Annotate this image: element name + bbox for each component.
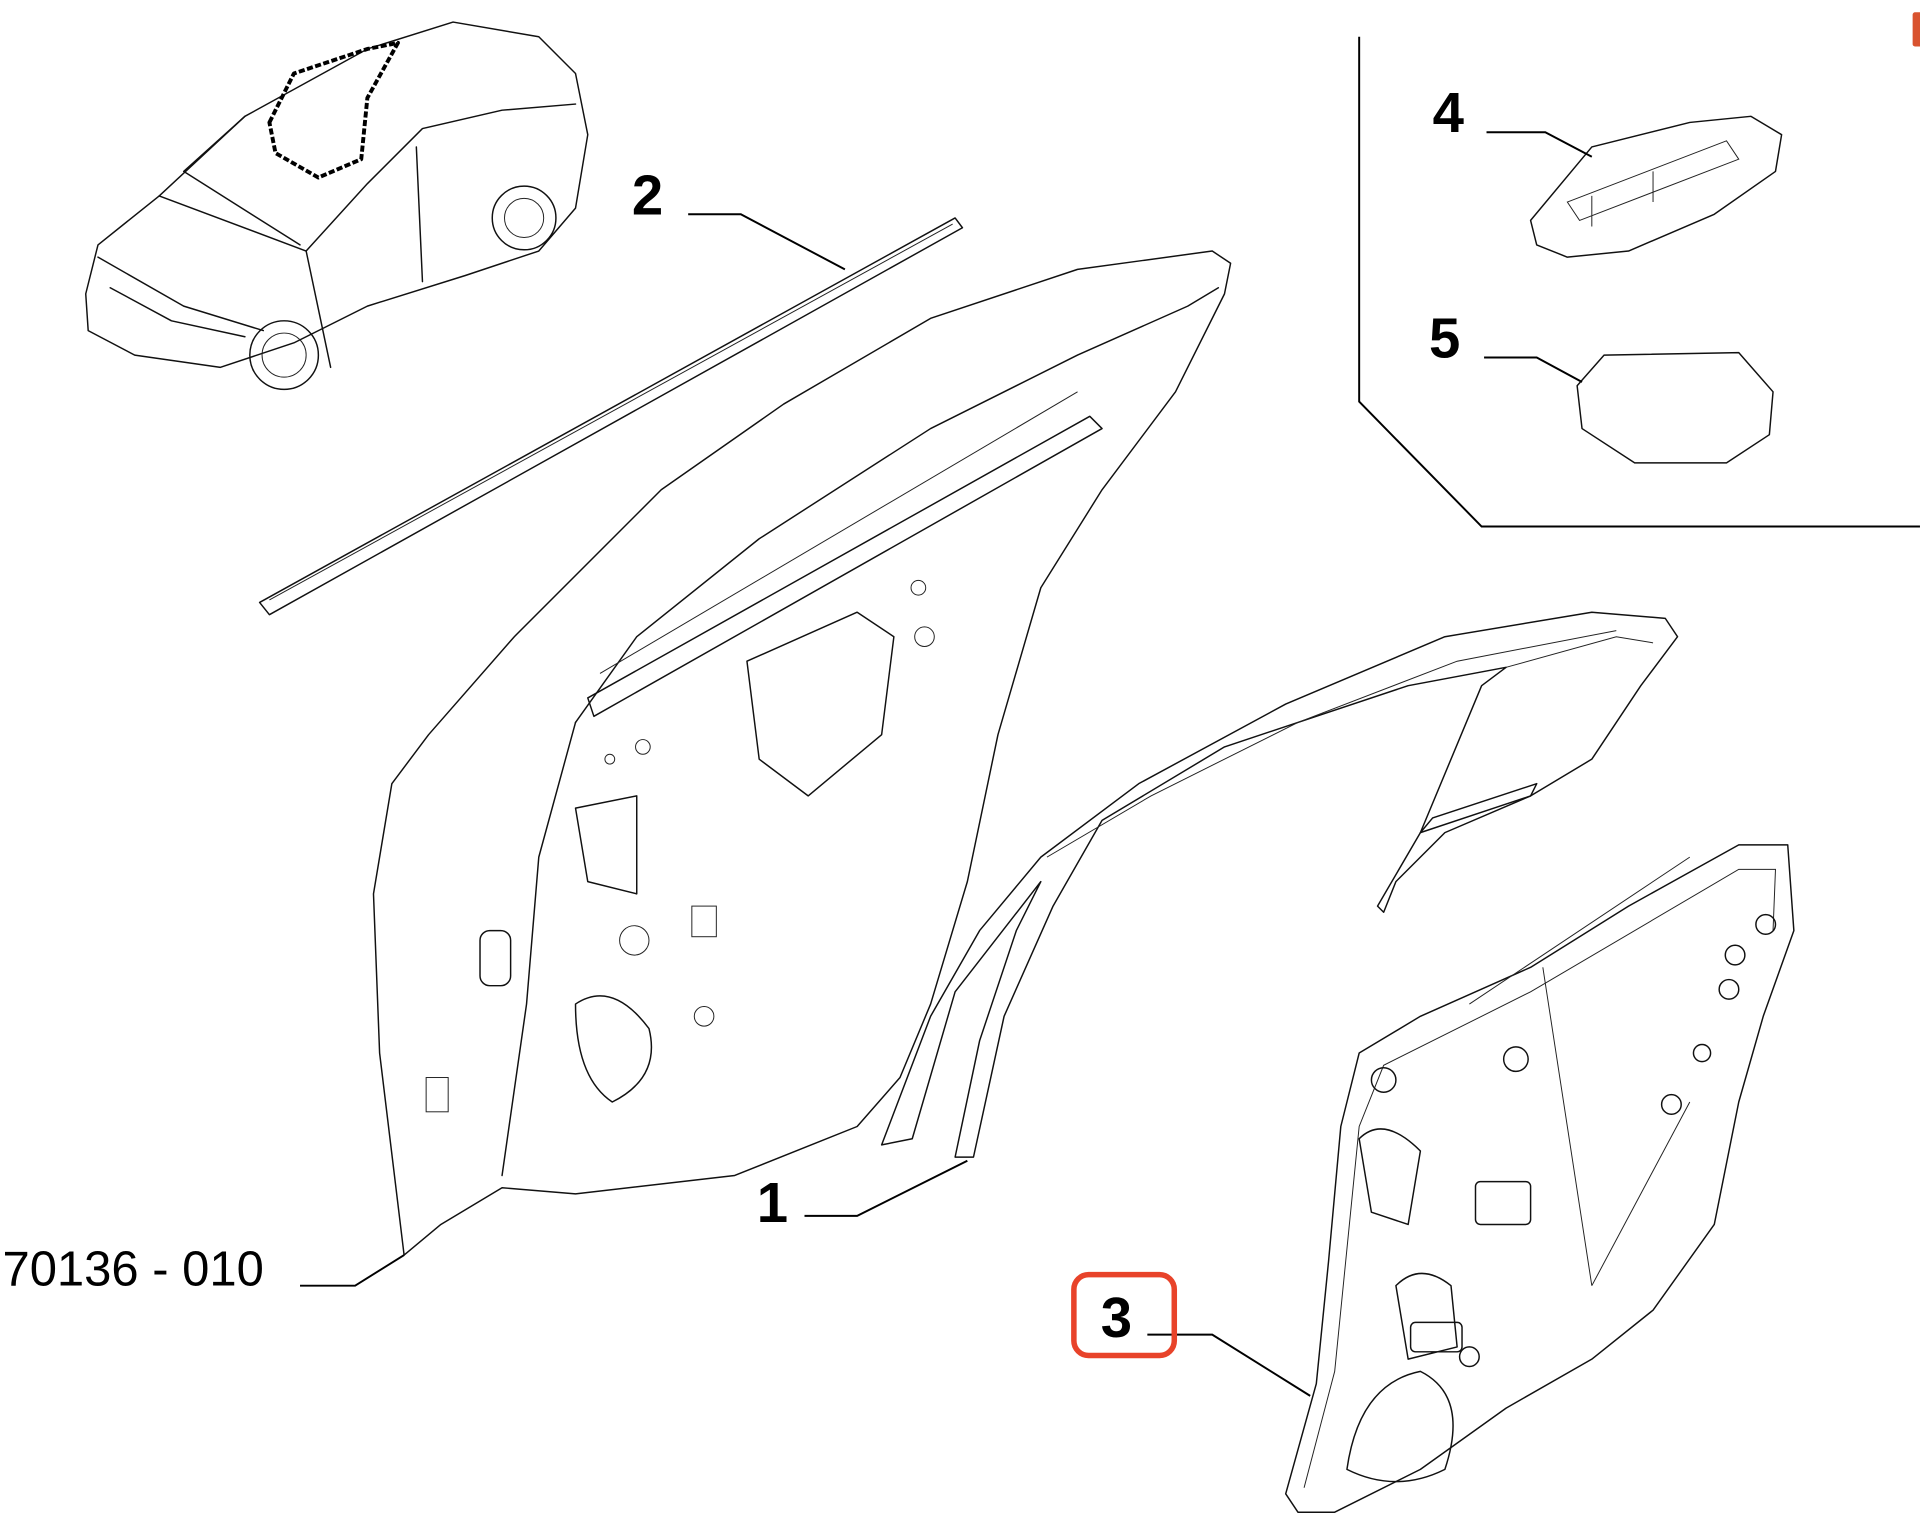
leader-reference bbox=[300, 1254, 405, 1287]
callout-2[interactable]: 2 bbox=[632, 163, 663, 226]
leader-1 bbox=[804, 1159, 968, 1217]
part-5-plug bbox=[1576, 351, 1774, 464]
car-thumbnail bbox=[85, 21, 589, 391]
part-2-belt-strip bbox=[258, 217, 964, 616]
callout-highlight-box bbox=[1071, 1271, 1178, 1359]
part-4-clip bbox=[1529, 115, 1783, 258]
leader-3 bbox=[1147, 1333, 1311, 1397]
corner-marker bbox=[1912, 12, 1920, 47]
callout-4[interactable]: 4 bbox=[1433, 81, 1465, 144]
leader-2 bbox=[688, 213, 846, 271]
callout-1[interactable]: 1 bbox=[757, 1171, 788, 1234]
leader-5 bbox=[1484, 356, 1583, 383]
callout-5[interactable]: 5 bbox=[1429, 307, 1460, 370]
callout-3[interactable]: 3 bbox=[1101, 1286, 1132, 1349]
reference-code: 70136 - 010 bbox=[2, 1243, 263, 1297]
part-1-window-frame bbox=[880, 611, 1679, 1158]
inset-border bbox=[1358, 36, 1920, 528]
part-3-door-module bbox=[1284, 844, 1795, 1513]
leader-4 bbox=[1486, 131, 1593, 158]
door-shell bbox=[372, 250, 1232, 1256]
